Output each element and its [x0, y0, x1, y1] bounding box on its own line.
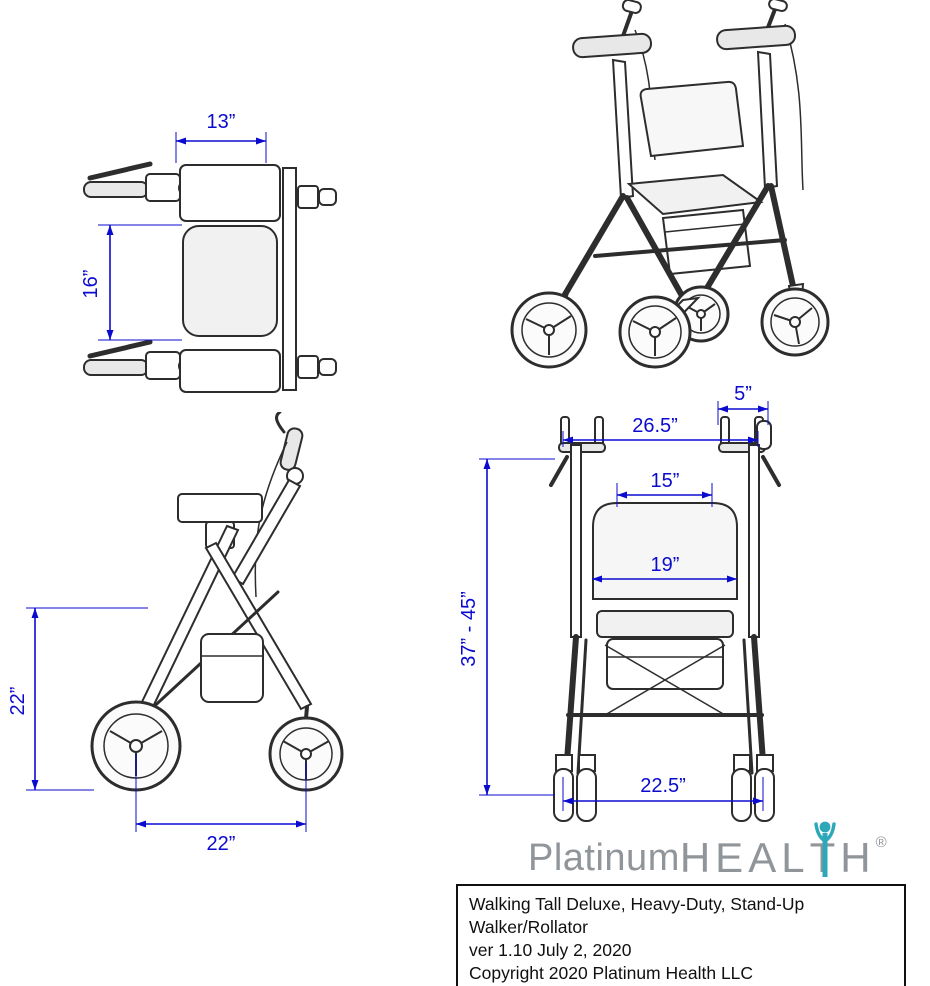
post-right	[748, 444, 760, 638]
dimension-label-handle-height: 37” - 45”	[458, 591, 480, 667]
armrest-pad-right	[716, 24, 796, 51]
brake-lever-left	[621, 0, 642, 38]
top-view-walker	[83, 161, 337, 393]
person-icon	[813, 821, 836, 877]
dimension-label-top-width: 13”	[207, 111, 236, 133]
handle-grip	[275, 412, 304, 485]
rear-wheel	[268, 716, 344, 792]
armrest-pad-left	[572, 32, 652, 59]
front-view-drawing: 5” 26.5” 15” 19”	[458, 385, 781, 822]
handle-left-bottom	[83, 339, 194, 380]
handle-left-top	[83, 161, 194, 202]
backrest-front	[592, 502, 738, 600]
rear-leg	[204, 541, 313, 711]
dimension-seat-height: 22”	[8, 607, 148, 791]
dimension-label-base-width: 22.5”	[640, 775, 686, 797]
post-left	[570, 444, 582, 638]
wheel-rear-right	[760, 282, 830, 357]
perspective-walker	[510, 0, 830, 369]
dimension-between-handles: 15”	[616, 470, 713, 507]
front-view-walker	[549, 416, 781, 822]
seat-side	[177, 493, 263, 523]
brand-logo: Platinum HEAL T H ®	[528, 821, 887, 882]
frame-legs	[554, 183, 798, 313]
handle-post	[230, 478, 302, 586]
dimension-label-between-handles: 15”	[651, 470, 680, 492]
seat-front	[596, 610, 734, 638]
dimension-overall-width: 26.5”	[562, 415, 759, 447]
side-rail	[282, 167, 297, 391]
wheel-front-left	[510, 291, 588, 369]
side-view-drawing: 22” 22”	[8, 412, 344, 855]
dimension-label-top-depth: 16”	[80, 270, 102, 299]
storage-bag-side	[200, 633, 264, 703]
dimension-label-armrest-depth: 5”	[734, 385, 752, 405]
product-info-box: Walking Tall Deluxe, Heavy-Duty, Stand-U…	[456, 884, 906, 986]
backrest-top	[179, 164, 281, 222]
logo-letter-t: T	[810, 821, 841, 882]
dimension-label-overall-width: 26.5”	[632, 415, 678, 437]
caster-right-bottom	[297, 355, 337, 379]
dimension-base-width: 22.5”	[562, 775, 764, 811]
seat-pad	[182, 225, 278, 337]
dimension-label-seat-height: 22”	[8, 687, 29, 716]
logo-platinum-text: Platinum	[528, 837, 680, 879]
dimension-armrest-depth: 5”	[717, 385, 769, 425]
seat	[626, 173, 764, 216]
dimension-seat-width: 19”	[592, 554, 737, 583]
wheels-right-pair	[731, 754, 775, 822]
storage-bag-front	[606, 638, 724, 690]
dimension-label-seat-width: 19”	[651, 554, 680, 576]
perspective-view-drawing	[510, 0, 830, 369]
front-bar	[179, 349, 281, 393]
dimension-top-depth: 16”	[80, 224, 182, 341]
wheels-left-pair	[553, 754, 597, 822]
registered-mark: ®	[875, 834, 887, 851]
dimension-top-width: 13”	[175, 111, 267, 163]
handle-post-right	[756, 50, 779, 190]
side-view-walker	[90, 412, 344, 792]
brake-lever-right	[765, 0, 788, 32]
dimension-wheelbase: 22”	[135, 754, 307, 855]
brake-cable-right	[784, 23, 804, 191]
info-line-copyright: Copyright 2020 Platinum Health LLC	[469, 963, 754, 984]
dimension-handle-height: 37” - 45”	[458, 458, 555, 796]
logo-health-text: HEAL	[679, 834, 810, 881]
wheel-front-center	[618, 295, 701, 369]
top-view-drawing: 13” 16”	[80, 111, 337, 393]
caster-right-top	[297, 185, 337, 209]
logo-health-end: H	[840, 834, 876, 881]
info-line-version: ver 1.10 July 2, 2020	[469, 940, 632, 961]
info-line-title: Walking Tall Deluxe, Heavy-Duty, Stand-U…	[469, 894, 805, 938]
backrest	[639, 80, 745, 158]
dimension-label-wheelbase: 22”	[207, 833, 236, 855]
handle-post-left	[611, 58, 635, 200]
frame-legs-front	[563, 634, 767, 778]
